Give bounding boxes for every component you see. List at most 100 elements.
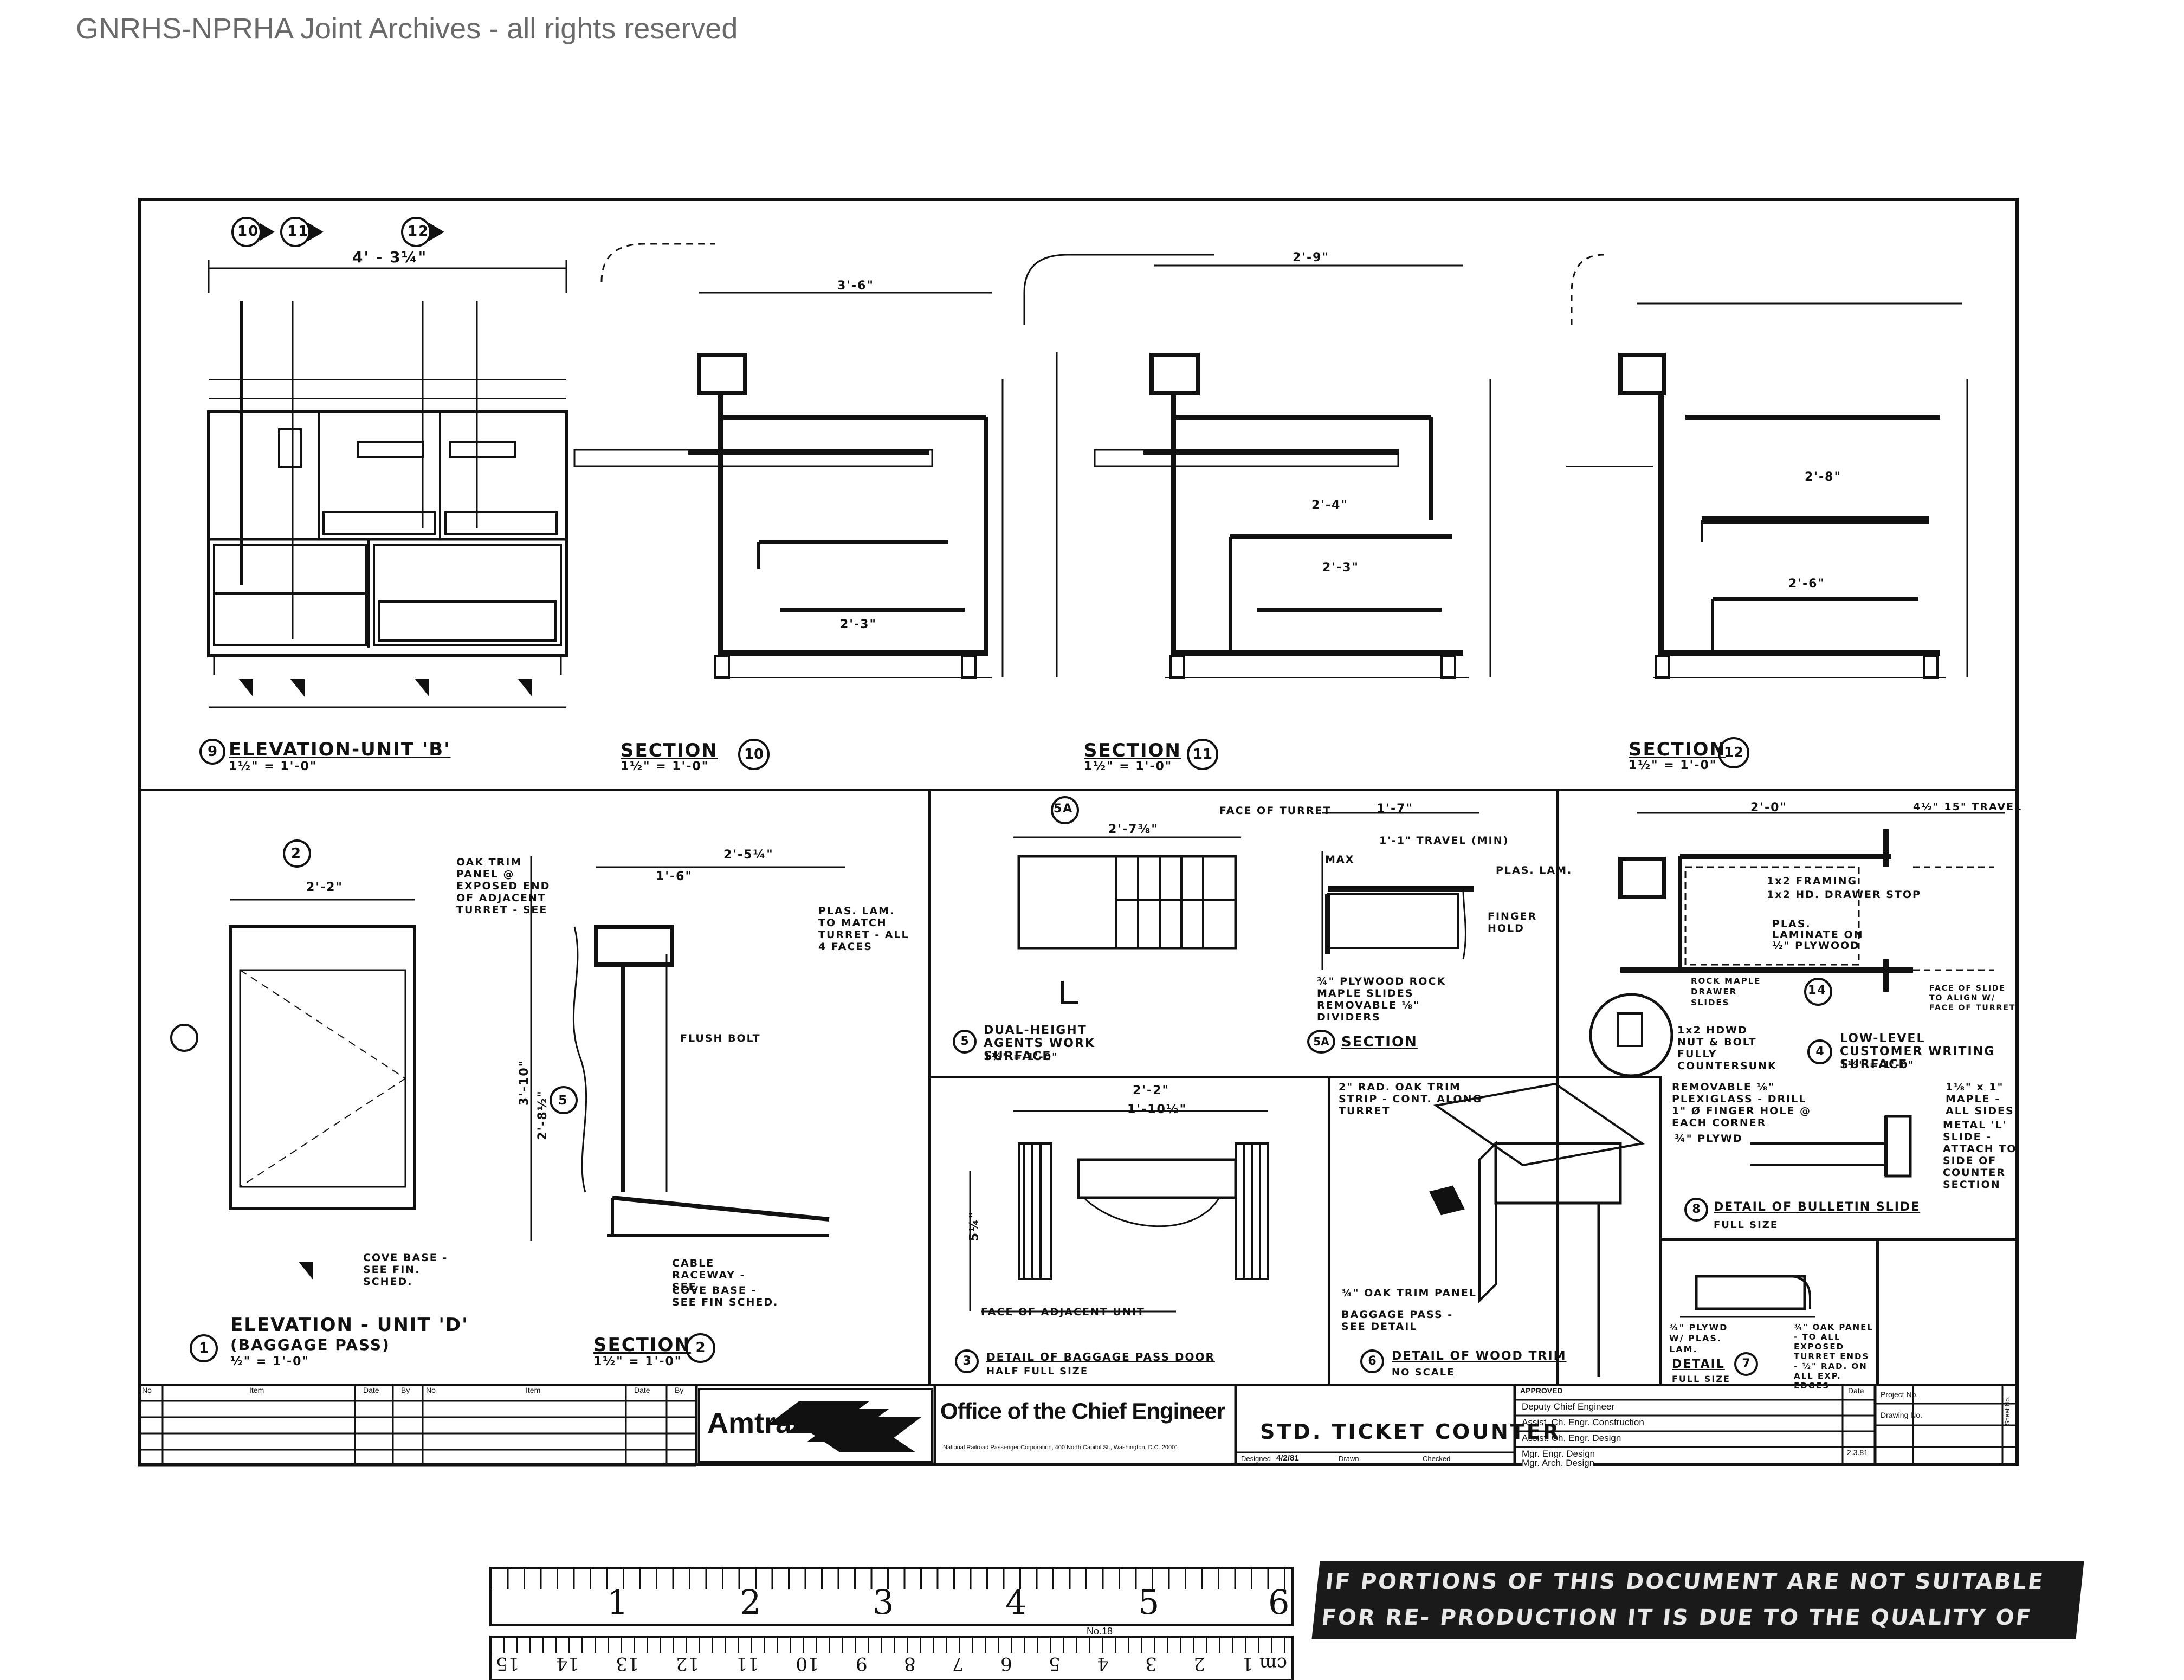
note-baggage-pass: BAGGAGE PASS - SEE DETAIL (1341, 1309, 1453, 1333)
col-divider-5 (1876, 1238, 1879, 1386)
row-divider-detail7 (1659, 1238, 2019, 1241)
cm-num: 3 (1145, 1653, 1157, 1675)
dim-s11-inner: 2'-4" (1311, 499, 1348, 512)
drawing-title: STD. TICKET COUNTER (1260, 1420, 1561, 1444)
note-plas-lam: PLAS. LAM. TO MATCH TURRET - ALL 4 FACES (818, 905, 909, 953)
view-8-scale: FULL SIZE (1714, 1219, 1779, 1231)
designed-date: 4/2/81 (1276, 1453, 1299, 1463)
view-11-scale: 1½" = 1'-0" (1084, 760, 1173, 773)
section-10-drawing (573, 243, 1004, 679)
note-max: MAX (1325, 854, 1355, 865)
ruler-inch-ticks (490, 1568, 1293, 1589)
view-5-title: DUAL-HEIGHT AGENTS WORK SURFACE (984, 1024, 1095, 1063)
view-12-title: SECTION (1629, 739, 1726, 760)
cm-num: 12 (676, 1653, 700, 1675)
note-face-adjacent: FACE OF ADJACENT UNIT (981, 1306, 1145, 1318)
view-3-title: DETAIL OF BAGGAGE PASS DOOR (986, 1351, 1215, 1364)
view-9-number: 9 (199, 739, 225, 765)
view-2-title: SECTION (593, 1334, 691, 1356)
col-divider-4 (1659, 1076, 1662, 1386)
dim-v5a-travel: 1'-1" TRAVEL (MIN) (1379, 835, 1509, 847)
dim-s11-drawer: 2'-3" (1322, 561, 1359, 574)
approved-label: APPROVED (1520, 1386, 1563, 1395)
ruler-cm-ticks (490, 1637, 1293, 1653)
ruler-inch-4: 4 (1005, 1582, 1027, 1622)
view-7-title: DETAIL (1672, 1358, 1725, 1371)
approval-2: Assist. Ch. Engr. Construction (1522, 1417, 1644, 1427)
ruler-inch-3: 3 (873, 1582, 894, 1622)
section-11-drawing (1023, 254, 1491, 679)
scan-quality-notice: IF PORTIONS OF THIS DOCUMENT ARE NOT SUI… (1311, 1561, 2084, 1639)
note-drawer-stop: 1x2 HD. DRAWER STOP (1767, 889, 1921, 901)
dim-overall-elev-b: 4' - 3¼" (352, 248, 428, 266)
col-divider-2 (1556, 789, 1559, 1386)
dim-s12-top: 2'-8" (1805, 470, 1841, 484)
ref-14: 14 (1808, 984, 1827, 997)
detail-3-drawing (969, 1110, 1269, 1313)
view-6-title: DETAIL OF WOOD TRIM (1392, 1349, 1567, 1363)
note-plywd-lam: ¾" PLYWD W/ PLAS. LAM. (1669, 1322, 1728, 1354)
ruler-inch-1: 1 (607, 1582, 629, 1622)
rev-header-date-2: Date (634, 1386, 650, 1394)
date-label: Date (1848, 1386, 1864, 1395)
note-rock-maple: ROCK MAPLE DRAWER SLIDES (1691, 976, 1761, 1007)
cm-num: 6 (1000, 1653, 1012, 1675)
view-8-title: DETAIL OF BULLETIN SLIDE (1714, 1200, 1921, 1214)
view-5a-number: 5A (1307, 1030, 1335, 1054)
dim-v4-travel: 4½" 15" TRAVEL (1913, 801, 2023, 813)
approval-4: Mgr. Engr. Design (1522, 1449, 1595, 1459)
approval-1: Deputy Chief Engineer (1522, 1401, 1615, 1412)
view-1-scale: ½" = 1'-0" (230, 1355, 309, 1368)
note-plexiglass: REMOVABLE ⅛" PLEXIGLASS - DRILL 1" Ø FIN… (1672, 1081, 1812, 1129)
cm-num: 11 (735, 1653, 759, 1675)
dim-s12-bottom: 2'-6" (1788, 577, 1825, 591)
view-4-title: LOW-LEVEL CUSTOMER WRITING SURFACE (1840, 1032, 1995, 1071)
approval-3: Assist. Ch. Engr. Design (1522, 1433, 1621, 1443)
title-block-lines (138, 1384, 2019, 1467)
dim-v4-width: 2'-0" (1750, 801, 1787, 815)
cm-num: 7 (952, 1653, 964, 1675)
view-2-number: 2 (686, 1333, 715, 1363)
note-hdwd: 1x2 HDWD NUT & BOLT FULLY COUNTERSUNK (1677, 1024, 1777, 1072)
amtrak-logo-graphic (698, 1388, 933, 1463)
dim-s10-depth: 3'-6" (837, 279, 874, 293)
view-12-number: 12 (1718, 737, 1749, 768)
ruler-label: No.18 (1087, 1626, 1113, 1637)
view-6-number: 6 (1360, 1349, 1384, 1373)
detail-8-drawing (1750, 1115, 1912, 1178)
view-10-number: 10 (738, 739, 770, 770)
ruler-inch-2: 2 (740, 1582, 761, 1622)
elevation-unit-d-drawing (170, 839, 416, 1280)
note-cove-base: COVE BASE - SEE FIN. SCHED. (363, 1252, 448, 1288)
note-finger-hold: FINGER HOLD (1488, 910, 1537, 934)
view-5a-title: SECTION (1341, 1034, 1418, 1050)
dim-sec2-height: 3'-10" (518, 1059, 532, 1106)
ref-10: 10 (237, 223, 260, 240)
cm-num: 4 (1097, 1653, 1109, 1675)
rev-header-no-2: No (426, 1386, 436, 1394)
cm-num: 8 (904, 1653, 916, 1675)
col-divider-3 (1328, 1076, 1330, 1386)
rev-header-by-2: By (675, 1386, 684, 1394)
view-2-scale: 1½" = 1'-0" (593, 1355, 682, 1368)
view-4-scale: 1½" = 1'-0" (1840, 1059, 1915, 1071)
view-4-number: 4 (1807, 1039, 1832, 1064)
view-9-title: ELEVATION-UNIT 'B' (229, 739, 451, 760)
row-divider-top (138, 789, 2019, 791)
note-oak-panel: ¾" OAK TRIM PANEL (1341, 1287, 1477, 1299)
work-surface-5-drawing (1013, 796, 1241, 1004)
note-face-turret: FACE OF TURRET (1219, 805, 1332, 817)
office-address: National Railroad Passenger Corporation,… (943, 1444, 1179, 1451)
drawing-sheet (138, 198, 2019, 1466)
cm-num: 2 (1193, 1653, 1205, 1675)
view-1-title: ELEVATION - UNIT 'D' (230, 1314, 469, 1336)
note-cable-raceway: CABLE RACEWAY - SEE (672, 1257, 746, 1293)
view-3-scale: HALF FULL SIZE (986, 1366, 1089, 1377)
view-5-scale: 1½" = 1'-0" (984, 1051, 1058, 1063)
dim-s11-depth: 2'-9" (1293, 251, 1329, 264)
note-framing: 1x2 FRAMING (1767, 875, 1858, 887)
drawn-label: Drawn (1339, 1455, 1359, 1463)
company-logo-text: Amtrak (707, 1407, 809, 1439)
